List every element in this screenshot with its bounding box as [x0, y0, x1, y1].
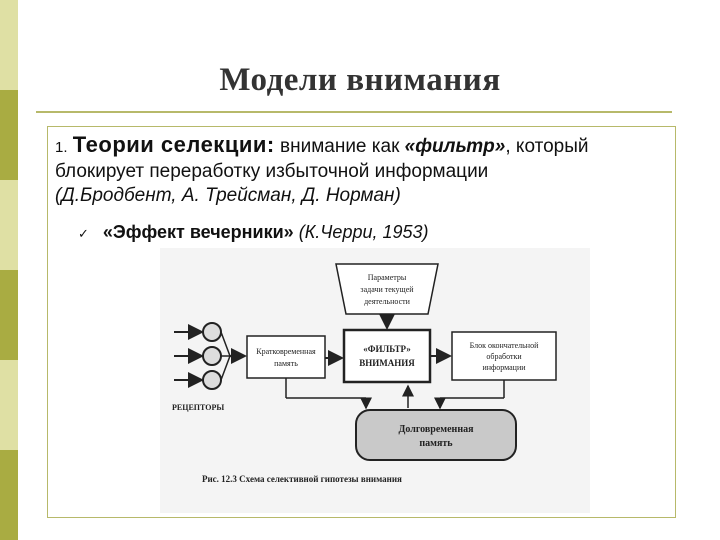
filter-label-1: «ФИЛЬТР»: [363, 344, 411, 354]
slide-title: Модели внимания: [219, 62, 501, 98]
short-term-memory-box: [246, 335, 326, 379]
content-frame: [47, 126, 676, 518]
final-label-3: информации: [482, 363, 526, 372]
bullet-bold: «Эффект вечерники»: [102, 222, 294, 242]
left-decor-bar: [0, 0, 18, 540]
params-label-1: Параметры: [368, 273, 407, 282]
long-term-memory-box: [355, 409, 517, 461]
filter-label-2: ВНИМАНИЯ: [359, 358, 415, 368]
item-text-2: , который блокирует переработку избыточн…: [55, 136, 589, 182]
item-number: 1.: [55, 139, 68, 156]
final-label-1: Блок окончательной: [470, 341, 539, 350]
item-heading: Теории селекции:: [72, 132, 275, 157]
params-label-3: деятельности: [364, 297, 411, 306]
receptors-label: РЕЦЕПТОРЫ: [172, 403, 224, 412]
receptor-3: [202, 370, 222, 390]
item-text-1: внимание как: [274, 136, 405, 157]
receptor-2: [202, 346, 222, 366]
attention-diagram: РЕЦЕПТОРЫ Кратковременная память Парамет…: [160, 248, 590, 513]
ltm-connections: [285, 378, 505, 410]
bullet-item: ✓ «Эффект вечерники» (К.Черри, 1953): [78, 222, 429, 243]
task-parameters-box: [335, 263, 439, 315]
final-label-2: обработки: [486, 352, 522, 361]
ltm-label-2: память: [419, 438, 453, 449]
receptor-1: [202, 322, 222, 342]
figure-caption: Рис. 12.3 Схема селективной гипотезы вни…: [202, 474, 402, 484]
stm-label-1: Кратковременная: [256, 347, 316, 356]
attention-filter-box: [342, 328, 432, 384]
item-filter: «фильтр»: [404, 136, 506, 157]
title-divider: [36, 111, 672, 113]
bullet-cite: (К.Черри, 1953): [293, 222, 429, 242]
ltm-label-1: Долговременная: [399, 424, 475, 435]
item-authors: (Д.Бродбент, А. Трейсман, Д. Норман): [55, 185, 401, 206]
final-processing-box: [451, 331, 557, 381]
item-paragraph: 1. Теории селекции: внимание как «фильтр…: [55, 133, 675, 208]
params-label-2: задачи текущей: [360, 285, 414, 294]
checkmark-icon: ✓: [78, 226, 89, 241]
stm-label-2: память: [274, 359, 298, 368]
receptor-inputs: [174, 322, 247, 390]
